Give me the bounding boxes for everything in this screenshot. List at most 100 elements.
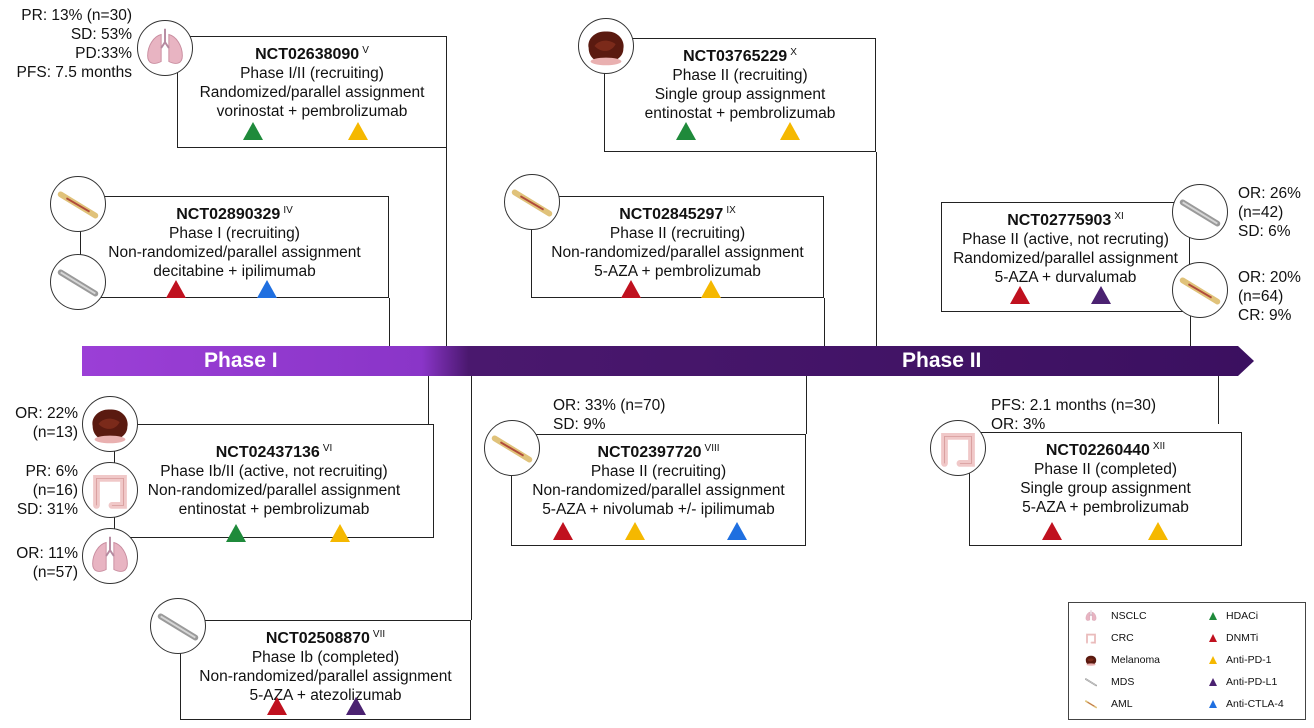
legend-item-hdaci: HDACi: [1209, 607, 1258, 625]
anti-pd1-marker: [780, 122, 800, 140]
trial-phase: Phase I (recruiting): [169, 225, 300, 242]
trial-assignment: Single group assignment: [1020, 480, 1191, 497]
melanoma-icon: [1085, 655, 1097, 666]
trial-assignment: Non-randomized/parallel assignment: [532, 482, 785, 499]
connector-line: [446, 148, 447, 348]
trial-assignment: Non-randomized/parallel assignment: [199, 668, 452, 685]
anti-pdl1-marker: [1091, 286, 1111, 304]
dnmti-marker: [166, 280, 186, 298]
trial-phase: Phase II (recruiting): [609, 225, 746, 242]
aml-icon: [50, 176, 106, 232]
melanoma-icon: [82, 396, 138, 452]
trial-assignment: Randomized/parallel assignment: [953, 250, 1178, 267]
anti-pd1-marker: [625, 522, 645, 540]
connector-line: [1218, 376, 1219, 424]
phase-1-label: Phase I: [204, 349, 278, 372]
connector-line: [428, 376, 429, 424]
dnmti-marker: [267, 697, 287, 715]
aml-icon: [1085, 700, 1097, 709]
connector-line: [1190, 312, 1191, 348]
anti-pdl1-triangle-icon: [1209, 678, 1217, 686]
trial-drugs: vorinostat + pembrolizumab: [216, 103, 408, 120]
mds-icon: [150, 598, 206, 654]
trial-outcome-stats: OR: 20% (n=64) CR: 9%: [1238, 269, 1301, 324]
trial-phase: Phase II (recruiting): [672, 67, 808, 84]
trial-assignment: Non-randomized/parallel assignment: [108, 244, 361, 261]
connector-line: [876, 152, 877, 348]
trial-outcome-stats: OR: 33% (n=70) SD: 9%: [553, 397, 666, 433]
trial-phase: Phase Ib/II (active, not recruiting): [160, 463, 388, 480]
trial-assignment: Non-randomized/parallel assignment: [551, 244, 804, 261]
connector-line: [389, 298, 390, 348]
aml-icon: [1172, 262, 1228, 318]
legend-item-crc: CRC: [1077, 629, 1134, 647]
trial-outcome-stats: OR: 26% (n=42) SD: 6%: [1238, 185, 1301, 240]
trial-drugs: 5-AZA + nivolumab +/- ipilimumab: [542, 501, 775, 518]
anti-pd1-marker: [701, 280, 721, 298]
anti-pd1-marker: [348, 122, 368, 140]
connector-line: [471, 376, 472, 620]
hdaci-marker: [676, 122, 696, 140]
legend: NSCLC CRC Melanoma MDS AML HDACi DNMTi A…: [1068, 602, 1306, 720]
anti-ctla4-marker: [727, 522, 747, 540]
trial-outcome-stats: OR: 22% (n=13): [15, 405, 78, 441]
phase-timeline-arrow: [82, 346, 1254, 376]
nsclc-icon: [1085, 609, 1097, 621]
trial-assignment: Non-randomized/parallel assignment: [147, 482, 401, 499]
trial-assignment: Single group assignment: [654, 86, 826, 103]
nsclc-icon: [82, 528, 138, 584]
legend-item-anti-pdl1: Anti-PD-L1: [1209, 673, 1277, 691]
mds-icon: [1172, 184, 1228, 240]
trial-drugs: entinostat + pembrolizumab: [178, 501, 370, 518]
legend-item-anti-ctla4: Anti-CTLA-4: [1209, 695, 1284, 713]
aml-icon: [504, 174, 560, 230]
nsclc-icon: [137, 20, 193, 76]
trial-drugs: 5-AZA + durvalumab: [994, 269, 1137, 286]
phase-2-label: Phase II: [902, 349, 982, 372]
anti-pd1-marker: [1148, 522, 1168, 540]
hdaci-marker: [226, 524, 246, 542]
trial-drugs: 5-AZA + pembrolizumab: [1022, 499, 1189, 516]
dnmti-marker: [621, 280, 641, 298]
trial-drugs: entinostat + pembrolizumab: [644, 105, 836, 122]
crc-icon: [1086, 633, 1096, 644]
legend-item-dnmti: DNMTi: [1209, 629, 1258, 647]
mds-icon: [50, 254, 106, 310]
legend-item-melanoma: Melanoma: [1077, 651, 1160, 669]
legend-item-aml: AML: [1077, 695, 1133, 713]
trial-drugs: 5-AZA + pembrolizumab: [594, 263, 761, 280]
hdaci-triangle-icon: [1209, 612, 1217, 620]
trial-phase: Phase II (recruiting): [590, 463, 727, 480]
dnmti-marker: [1042, 522, 1062, 540]
crc-icon: [930, 420, 986, 476]
trial-outcome-stats: PFS: 2.1 months (n=30) OR: 3%: [991, 397, 1156, 433]
hdaci-marker: [243, 122, 263, 140]
trial-drugs: decitabine + ipilimumab: [153, 263, 316, 280]
trial-outcome-stats: OR: 11% (n=57): [16, 545, 78, 581]
legend-item-mds: MDS: [1077, 673, 1134, 691]
trial-phase: Phase II (completed): [1033, 461, 1177, 478]
anti-ctla4-marker: [257, 280, 277, 298]
connector-line: [824, 298, 825, 348]
legend-item-anti-pd1: Anti-PD-1: [1209, 651, 1272, 669]
trial-phase: Phase Ib (completed): [251, 649, 400, 666]
aml-icon: [484, 420, 540, 476]
anti-ctla4-triangle-icon: [1209, 700, 1217, 708]
connector-line: [806, 376, 807, 434]
anti-pd1-marker: [330, 524, 350, 542]
